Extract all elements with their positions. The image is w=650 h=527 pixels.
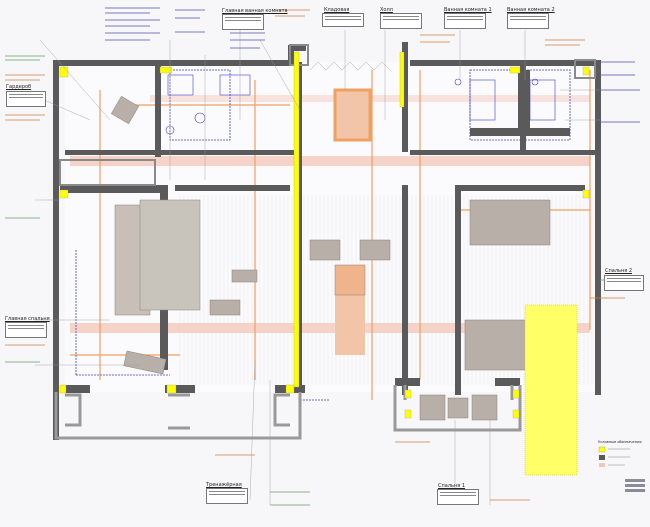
room-info-bath2	[507, 13, 549, 29]
walls	[53, 42, 601, 440]
room-info-wardrobe	[6, 91, 46, 107]
room-info-master-bedroom	[5, 322, 47, 338]
room-label-master-bedroom: Главная спальня	[5, 316, 50, 322]
room-info-bedroom2	[604, 275, 644, 291]
building-outline	[59, 44, 596, 186]
bath-fixtures	[165, 74, 556, 135]
room-info-gym	[206, 488, 248, 504]
room-info-bath1	[444, 13, 486, 29]
legend-swatch-heating	[599, 463, 605, 467]
highlight-zone	[524, 304, 578, 476]
room-label-hall: Холл	[380, 7, 393, 13]
legend-swatch-column	[598, 446, 606, 453]
room-info-pantry	[322, 13, 364, 27]
room-label-bedroom1: Спальня 1	[438, 483, 466, 489]
room-label-bath2: Ванная комната 2	[507, 7, 555, 13]
room-info-master-bath	[222, 14, 264, 30]
legend	[598, 446, 645, 492]
furniture	[110, 95, 576, 421]
room-info-hall	[380, 13, 422, 29]
leader-lines	[34, 20, 600, 505]
room-label-master-bath: Главная ванная комната	[222, 8, 288, 14]
room-label-pantry: Кладовая	[324, 7, 350, 13]
room-label-bedroom2: Спальня 2	[605, 268, 633, 274]
staircase	[309, 61, 391, 142]
annotations	[5, 7, 640, 506]
legend-title: Условные обозначения	[598, 440, 642, 444]
room-label-wardrobe: Гардероб	[6, 84, 32, 90]
room-info-bedroom1	[437, 489, 479, 505]
columns	[59, 51, 590, 419]
room-label-bath1: Ванная комната 1	[444, 7, 492, 13]
legend-swatch-wall	[599, 455, 605, 460]
room-label-gym: Тренажёрная	[206, 482, 242, 488]
balconies	[54, 385, 522, 440]
